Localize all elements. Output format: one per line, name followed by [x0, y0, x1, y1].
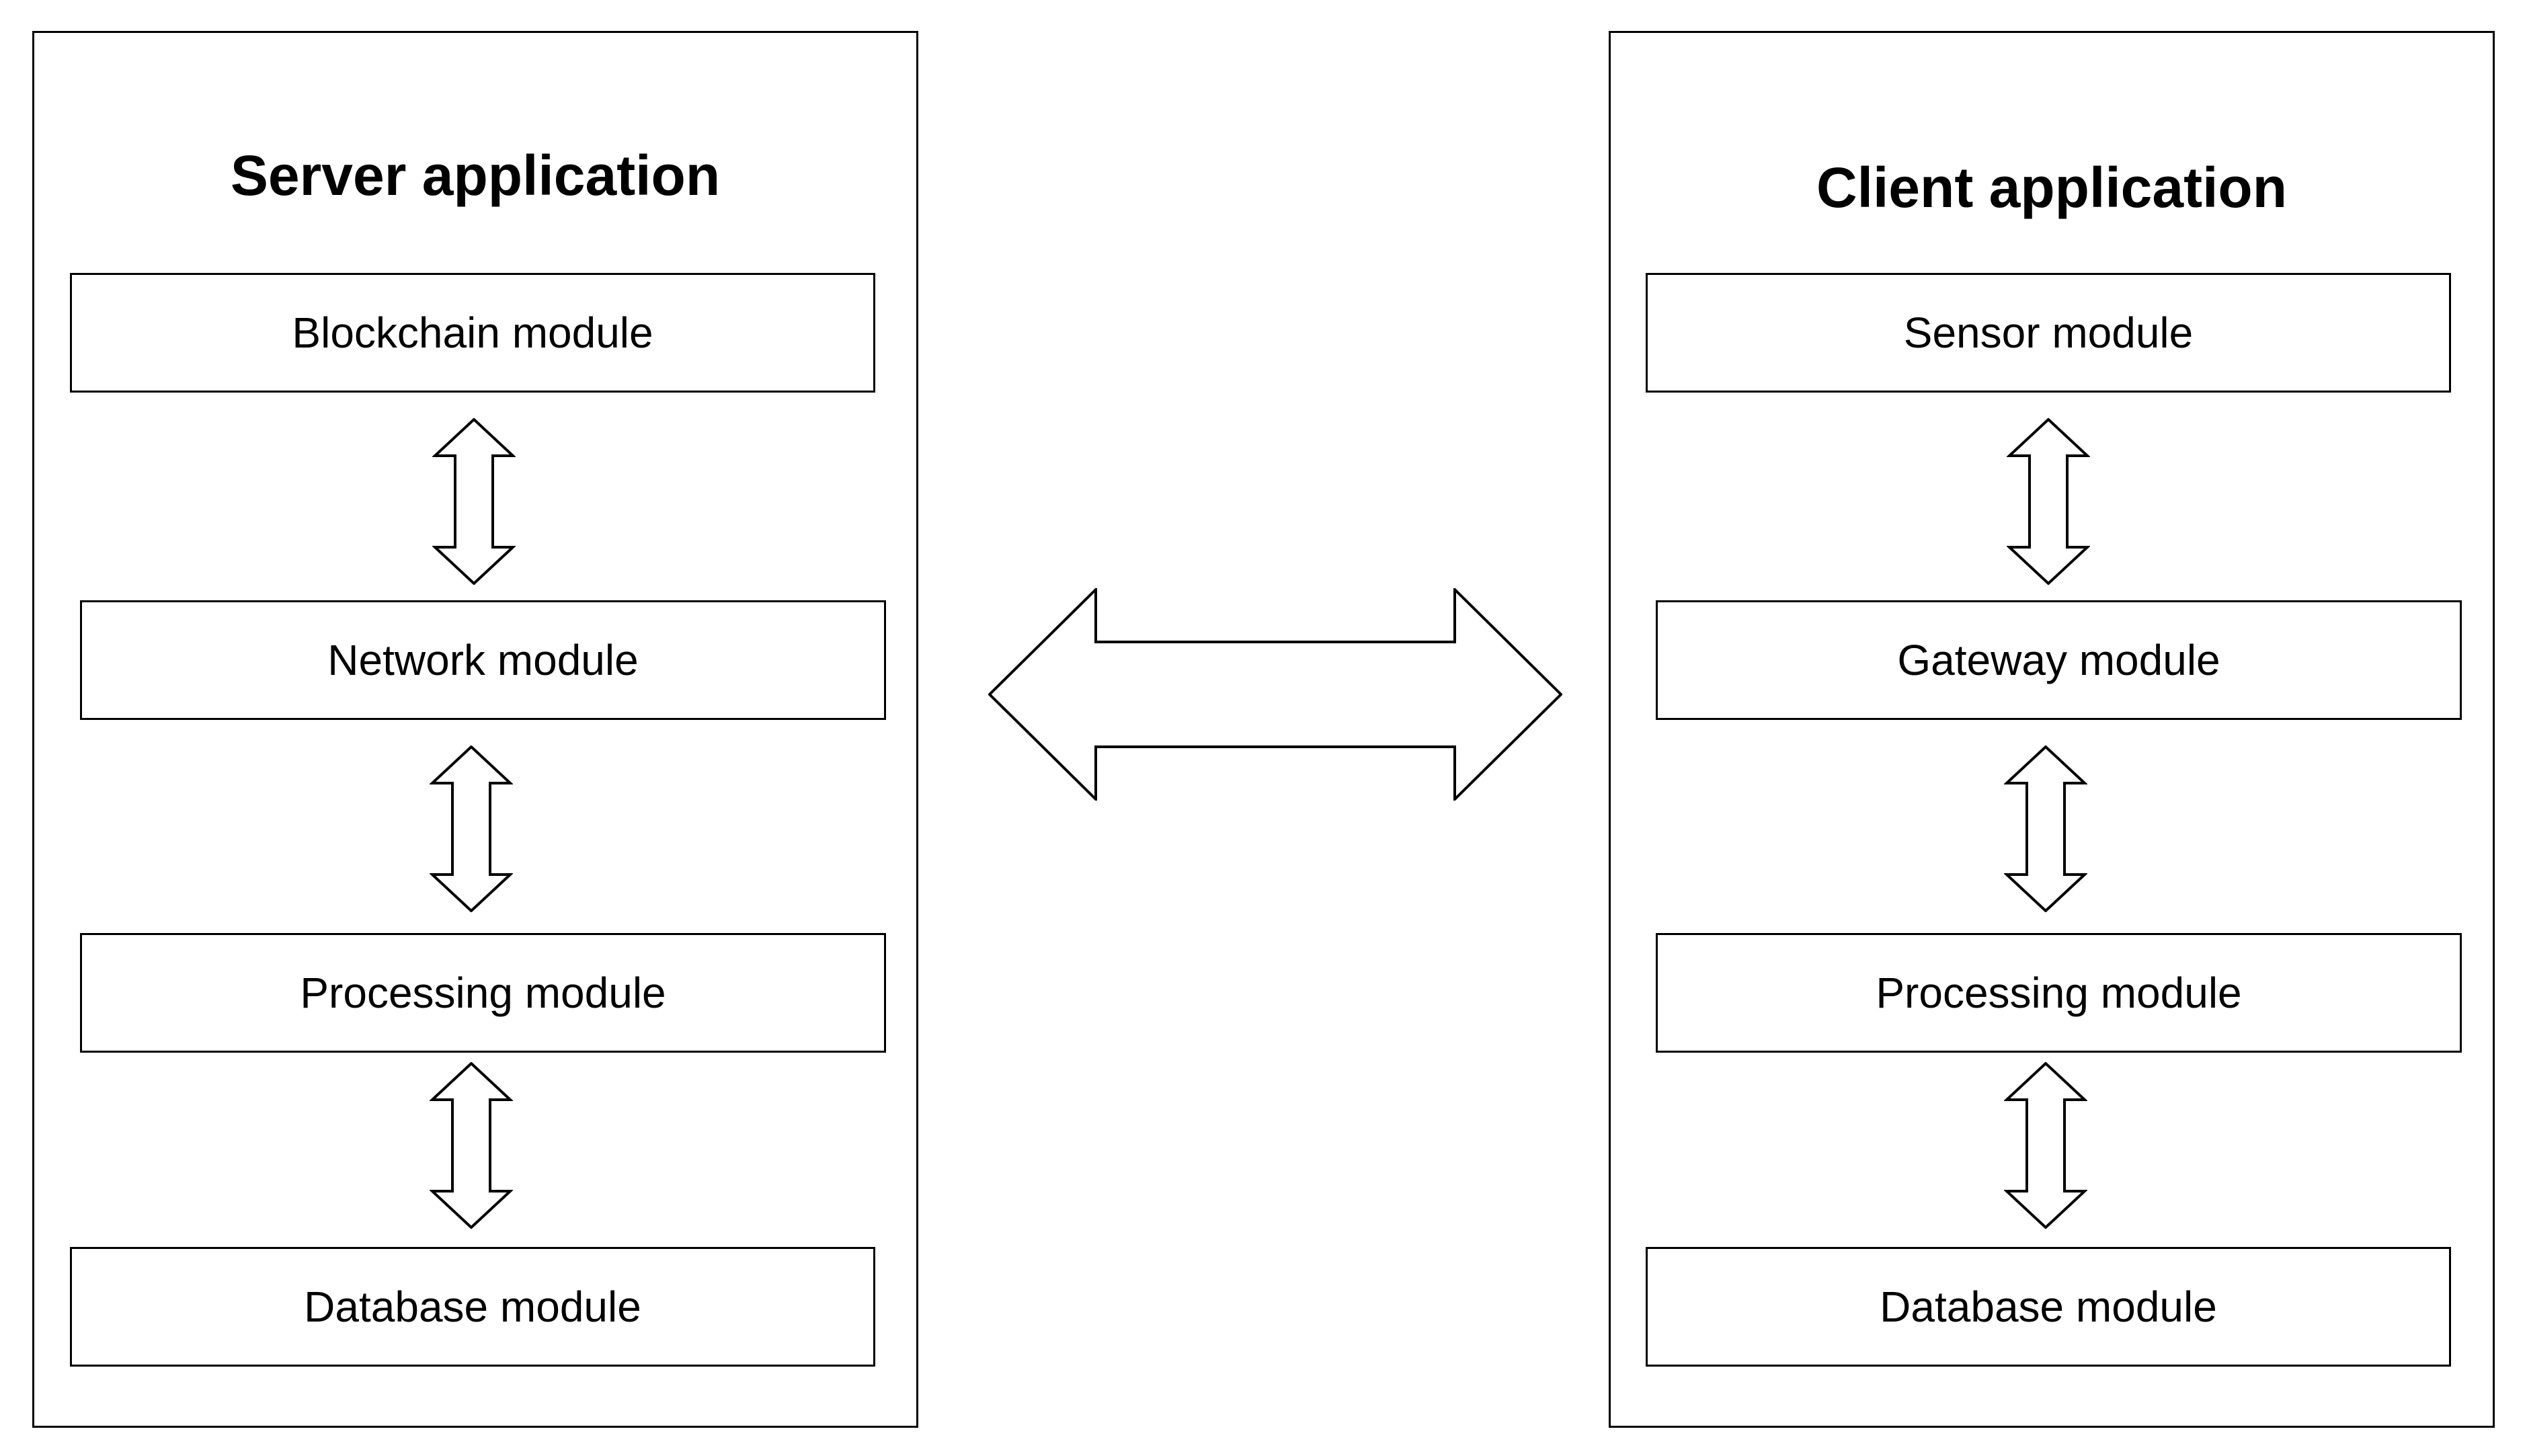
double-headed-vertical-arrow-icon: [2004, 745, 2087, 912]
client-database-module: Database module: [1646, 1247, 2451, 1367]
client-gateway-module: Gateway module: [1656, 600, 2462, 720]
server-blockchain-module: Blockchain module: [70, 273, 875, 393]
client-processing-module: Processing module: [1656, 933, 2462, 1053]
client-sensor-module: Sensor module: [1646, 273, 2451, 393]
double-headed-vertical-arrow-icon: [432, 418, 516, 585]
double-headed-vertical-arrow-icon: [2007, 418, 2090, 585]
client-application-title: Client application: [1816, 156, 2288, 219]
double-headed-vertical-arrow-icon: [430, 745, 513, 912]
double-headed-vertical-arrow-icon: [2004, 1062, 2087, 1229]
server-processing-module: Processing module: [80, 933, 886, 1053]
server-application-title: Server application: [230, 144, 721, 207]
server-network-module: Network module: [80, 600, 886, 720]
server-database-module: Database module: [70, 1247, 875, 1367]
double-headed-vertical-arrow-icon: [430, 1062, 513, 1229]
double-headed-horizontal-arrow-icon: [988, 588, 1562, 801]
